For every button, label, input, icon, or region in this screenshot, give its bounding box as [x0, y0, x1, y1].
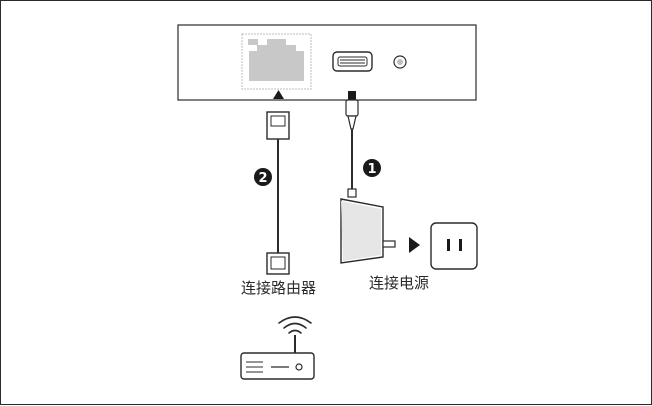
step-number-router: 2 [258, 171, 267, 186]
step-number-power: 1 [367, 162, 376, 177]
wall-socket-icon [430, 222, 478, 270]
router-label: 连接路由器 [241, 279, 317, 297]
power-adapter-icon [340, 198, 396, 264]
adapter-arrow [409, 237, 420, 253]
network-cable [266, 111, 290, 275]
power-label: 连接电源 [369, 274, 430, 292]
power-cable [345, 91, 359, 198]
router-icon [240, 335, 315, 380]
device-body [177, 24, 477, 101]
ethernet-indicator-arrow [273, 90, 284, 99]
video-port-icon [332, 51, 373, 72]
step-badge-router: 2 [254, 168, 272, 186]
ethernet-port-icon [241, 33, 312, 90]
power-jack-icon [393, 55, 407, 69]
step-badge-power: 1 [363, 159, 381, 177]
wifi-icon [278, 316, 312, 334]
